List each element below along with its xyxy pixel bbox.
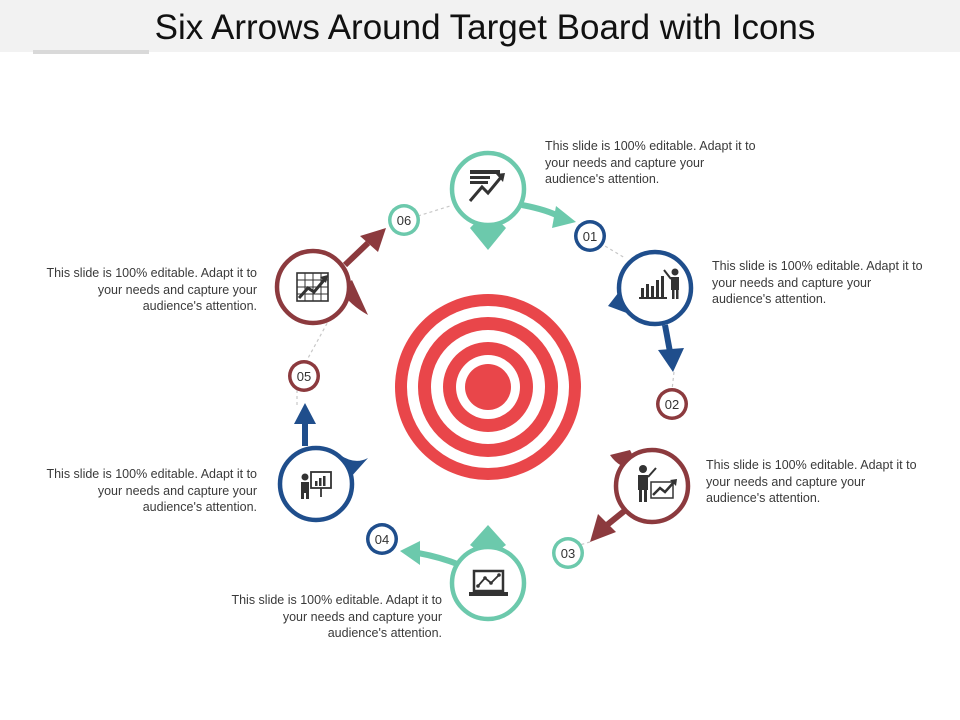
step-02-circle xyxy=(613,447,691,525)
wedge-04 xyxy=(340,455,368,478)
badge-02: 02 xyxy=(656,388,688,420)
trending-up-chart-icon xyxy=(468,170,505,202)
laptop-line-chart-icon xyxy=(469,569,508,596)
step-04-circle xyxy=(277,445,355,523)
grid-trend-chart-icon xyxy=(296,272,329,302)
cycle-arrows xyxy=(294,202,684,568)
target-board xyxy=(395,294,581,480)
badge-03: 03 xyxy=(552,537,584,569)
badge-01-number: 01 xyxy=(583,229,597,244)
arrow-01-02 xyxy=(662,324,673,353)
step-02-description: This slide is 100% editable. Adapt it to… xyxy=(706,458,917,505)
badge-03-number: 03 xyxy=(561,546,575,561)
arrow-06-01 xyxy=(521,202,562,220)
badge-01: 01 xyxy=(574,220,606,252)
badge-04: 04 xyxy=(366,523,398,555)
number-badges: 06 01 02 03 04 05 xyxy=(288,204,688,569)
title-underline xyxy=(33,50,149,54)
step-05-description: This slide is 100% editable. Adapt it to… xyxy=(46,266,257,313)
badge-05: 05 xyxy=(288,360,320,392)
wedge-03 xyxy=(470,525,506,553)
step-01-circle xyxy=(616,249,694,327)
badge-04-number: 04 xyxy=(375,532,389,547)
step-04-description: This slide is 100% editable. Adapt it to… xyxy=(46,467,257,514)
step-06-circle xyxy=(449,150,527,228)
arrow-03-04 xyxy=(417,550,462,568)
step-06-description: This slide is 100% editable. Adapt it to… xyxy=(545,139,756,186)
presentation-board-icon xyxy=(301,471,332,499)
step-01-description: This slide is 100% editable. Adapt it to… xyxy=(712,259,923,306)
business-analyst-chart-icon xyxy=(639,268,679,299)
arrow-05-06 xyxy=(342,240,371,268)
step-05-circle xyxy=(274,248,352,326)
icon-circles xyxy=(274,150,694,622)
step-03-circle xyxy=(449,544,527,622)
target-bullseye xyxy=(465,364,511,410)
badge-05-number: 05 xyxy=(297,369,311,384)
badge-06: 06 xyxy=(388,204,420,236)
badge-06-number: 06 xyxy=(397,213,411,228)
step-03-description: This slide is 100% editable. Adapt it to… xyxy=(231,593,442,640)
badge-02-number: 02 xyxy=(665,397,679,412)
presenter-growth-chart-icon xyxy=(638,465,677,502)
page-title: Six Arrows Around Target Board with Icon… xyxy=(154,8,816,47)
title-bar xyxy=(0,0,960,52)
